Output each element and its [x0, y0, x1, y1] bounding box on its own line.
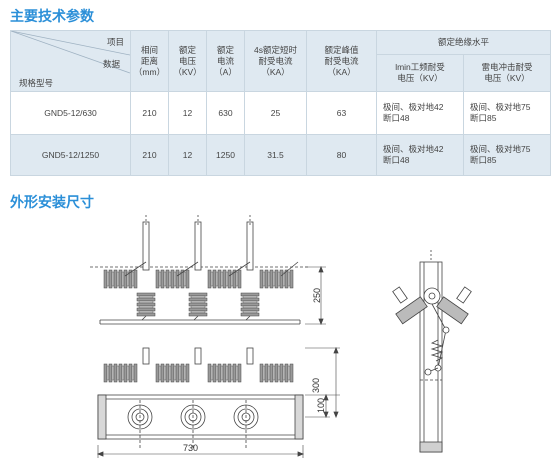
cell-model: GND5-12/1250	[10, 134, 131, 176]
cell-short-time-current: 25	[244, 91, 307, 135]
dimension-250: 250	[312, 288, 322, 303]
header-phase-distance: 相间 距离 （mm）	[130, 30, 169, 92]
specs-section-title: 主要技术参数	[10, 8, 94, 24]
cell-power-frequency: 极间、极对地42 断口48	[376, 91, 464, 135]
cell-peak-current: 80	[306, 134, 377, 176]
corner-item-label: 项目	[106, 37, 124, 47]
side-view	[392, 250, 472, 453]
spec-table: 项目 数据 规格型号 相间 距离 （mm） 额定 电压 （KV） 额定 电流 （…	[10, 29, 552, 176]
table-corner-header: 项目 数据 规格型号	[10, 30, 131, 92]
cell-lightning-impulse: 极间、极对地75 断口85	[462, 91, 552, 135]
cell-short-time-current: 31.5	[244, 134, 307, 176]
corner-model-label: 规格型号	[19, 78, 54, 88]
cell-rated-current: 1250	[206, 134, 245, 176]
dimension-300: 300	[311, 378, 321, 393]
header-power-frequency: lmin工频耐受 电压（KV）	[376, 54, 464, 92]
front-elevation-view	[90, 215, 326, 326]
cell-rated-voltage: 12	[168, 134, 207, 176]
cell-phase-distance: 210	[130, 134, 169, 176]
cell-rated-current: 630	[206, 91, 245, 135]
header-insulation-level: 额定绝缘水平	[375, 29, 552, 56]
header-rated-current: 额定 电流 （A）	[206, 30, 245, 92]
cell-lightning-impulse: 极间、极对地75 断口85	[462, 134, 552, 176]
table-row: GND5-12/1250 210 12 1250 31.5 80 极间、极对地4…	[10, 134, 552, 176]
header-lightning-impulse: 雷电冲击耐受 电压（KV）	[462, 54, 552, 92]
header-peak-current: 额定峰值 耐受电流 （KA）	[306, 30, 377, 92]
corner-data-label: 数据	[102, 59, 120, 69]
header-rated-voltage: 额定 电压 （KV）	[168, 30, 207, 92]
dimension-100: 100	[316, 398, 326, 413]
plan-view	[96, 346, 340, 458]
dimensions-section-title: 外形安装尺寸	[10, 194, 94, 210]
cell-rated-voltage: 12	[168, 91, 207, 135]
cell-power-frequency: 极间、极对地42 断口48	[376, 134, 464, 176]
cell-model: GND5-12/630	[10, 91, 131, 135]
dimension-730: 730	[183, 443, 198, 453]
